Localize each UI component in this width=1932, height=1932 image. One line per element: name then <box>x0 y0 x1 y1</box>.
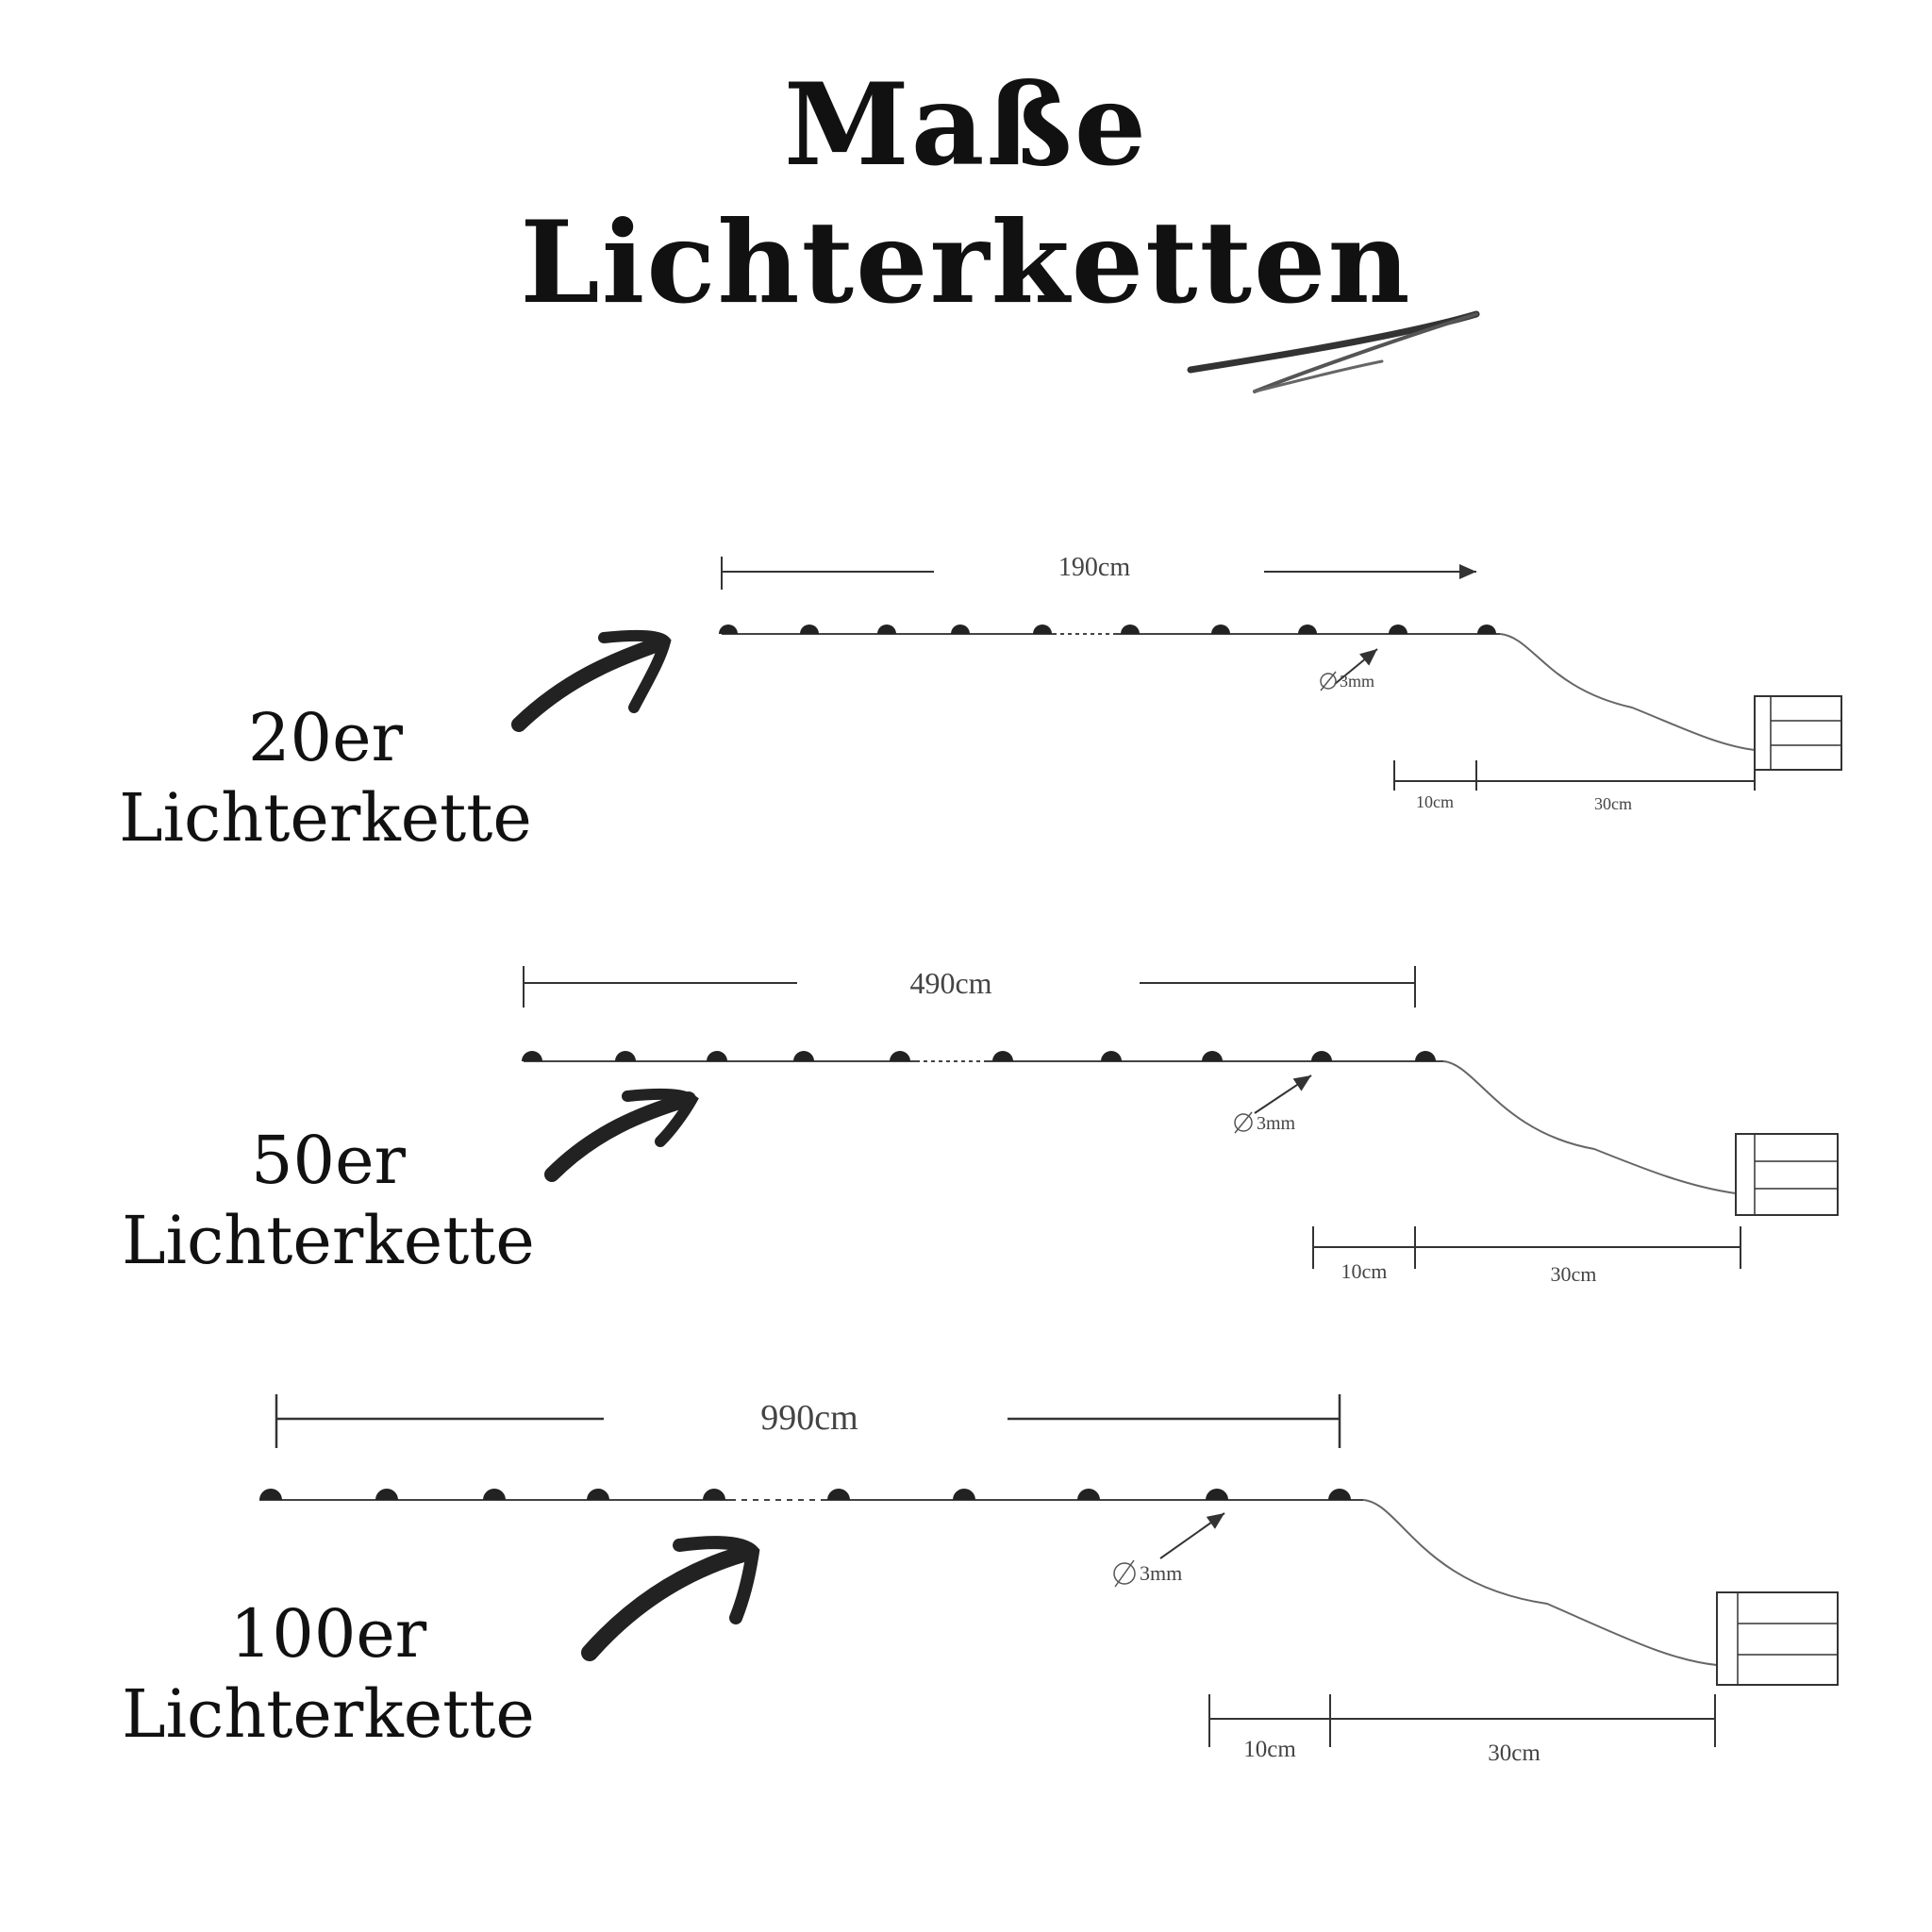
bulb <box>992 1051 1013 1061</box>
light-string-diagram-100: 990cm 3mm <box>259 1394 1839 1766</box>
pointer-arrow-50 <box>544 1088 699 1182</box>
page-title-line1: Maße <box>783 58 1149 192</box>
bulb <box>827 1489 850 1500</box>
bulb-row <box>522 1051 1436 1061</box>
bulb <box>951 625 970 634</box>
total-length-dimension: 190cm <box>721 553 1476 590</box>
bulb <box>1206 1489 1228 1500</box>
variant-label-product: Lichterkette <box>122 1202 535 1280</box>
pointer-arrow-20 <box>511 629 672 732</box>
bulb <box>1298 625 1317 634</box>
battery-box <box>1735 1133 1839 1216</box>
total-length-label: 990cm <box>760 1398 858 1438</box>
bulb <box>587 1489 609 1500</box>
lead-length-dimension: 10cm <box>1312 1226 1416 1283</box>
bulb <box>375 1489 398 1500</box>
variant-label-50: 50er Lichterkette <box>64 1121 592 1282</box>
lead-length-label: 10cm <box>1243 1737 1296 1762</box>
bulb <box>703 1489 725 1500</box>
lead-length-dimension: 10cm <box>1393 760 1477 811</box>
cable-length-dimension: 30cm <box>1330 1694 1716 1766</box>
bulb <box>1211 625 1230 634</box>
bulb-diameter-label: 3mm <box>1320 671 1374 691</box>
bulb <box>1311 1051 1332 1061</box>
variant-label-product: Lichterkette <box>122 1675 535 1754</box>
variant-label-100: 100er Lichterkette <box>64 1594 592 1756</box>
bulb-row <box>259 1489 1351 1500</box>
pointer-arrow-100 <box>581 1536 760 1661</box>
lead-length-label: 10cm <box>1416 792 1454 811</box>
bulb <box>877 625 896 634</box>
bulb <box>483 1489 506 1500</box>
bulb <box>1389 625 1407 634</box>
total-length-dimension: 990cm <box>275 1394 1341 1448</box>
cable-length-label: 30cm <box>1488 1740 1541 1766</box>
bulb <box>522 1051 542 1061</box>
variant-label-20: 20er Lichterkette <box>61 698 590 859</box>
cable-length-dimension: 30cm <box>1476 760 1756 813</box>
bulb <box>1121 625 1140 634</box>
battery-box <box>1716 1591 1839 1686</box>
bulb <box>1202 1051 1223 1061</box>
bulb-diameter-label: 3mm <box>1113 1559 1182 1588</box>
lead-length-label: 10cm <box>1341 1259 1388 1283</box>
total-length-label: 490cm <box>909 966 991 1000</box>
battery-box <box>1754 695 1842 771</box>
bulb <box>793 1051 814 1061</box>
lead-length-dimension: 10cm <box>1208 1694 1331 1762</box>
bulb-row <box>719 625 1496 634</box>
bulb <box>890 1051 910 1061</box>
bulb <box>1033 625 1052 634</box>
bulb <box>1477 625 1496 634</box>
variant-label-count: 20er <box>248 699 403 776</box>
cable-length-label: 30cm <box>1551 1262 1597 1286</box>
title-underline <box>1187 310 1480 393</box>
bulb <box>1328 1489 1351 1500</box>
bulb <box>615 1051 636 1061</box>
bulb-diameter-label: 3mm <box>1234 1111 1296 1134</box>
page-title-line2: Lichterketten <box>520 196 1412 329</box>
bulb <box>1077 1489 1100 1500</box>
variant-label-product: Lichterkette <box>119 779 532 858</box>
total-length-dimension: 490cm <box>523 966 1416 1008</box>
cable-length-label: 30cm <box>1594 794 1632 813</box>
bulb <box>800 625 819 634</box>
svg-text:3mm: 3mm <box>1257 1113 1296 1134</box>
total-length-label: 190cm <box>1058 553 1130 582</box>
bulb <box>719 625 738 634</box>
svg-text:3mm: 3mm <box>1140 1561 1182 1585</box>
cable-length-dimension: 30cm <box>1415 1226 1741 1286</box>
bulb <box>707 1051 727 1061</box>
bulb <box>1101 1051 1122 1061</box>
variant-label-count: 50er <box>251 1122 406 1199</box>
bulb <box>953 1489 975 1500</box>
variant-label-count: 100er <box>229 1595 427 1673</box>
light-string-diagram-50: 490cm 3mm <box>522 966 1839 1286</box>
bulb <box>259 1489 282 1500</box>
light-string-diagram-20: 190cm 3mm <box>719 553 1842 813</box>
bulb <box>1415 1051 1436 1061</box>
svg-text:3mm: 3mm <box>1340 672 1374 691</box>
